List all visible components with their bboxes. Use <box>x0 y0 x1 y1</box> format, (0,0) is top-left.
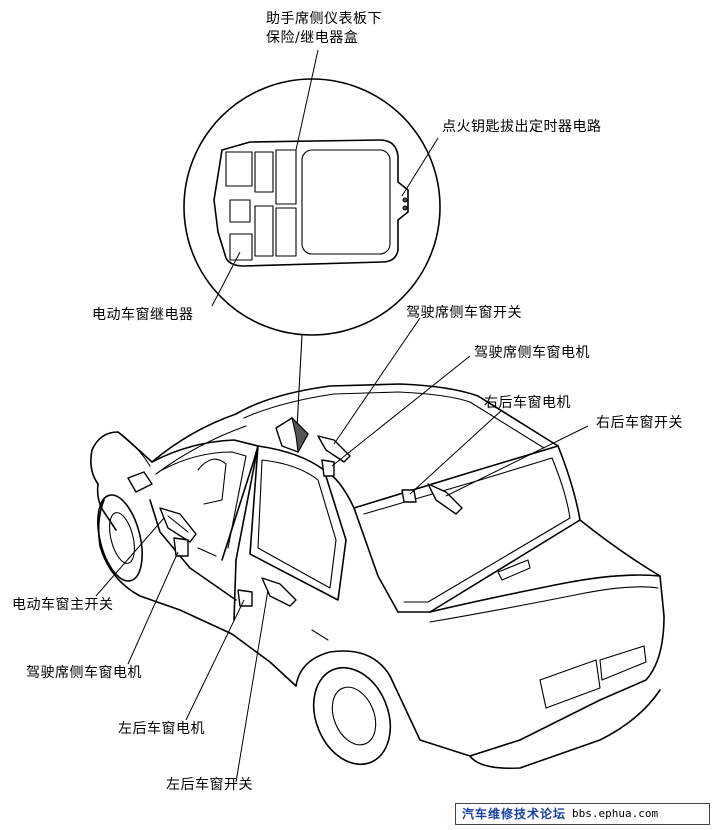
rear-door-handle <box>311 629 329 641</box>
front-door-window-frame <box>151 439 259 561</box>
rear-wheel-hub <box>331 686 377 746</box>
label-key-timer: 点火钥匙拔出定时器电路 <box>442 119 602 135</box>
label-master-switch: 电动车窗主开关 <box>12 597 114 613</box>
magnifier-circle <box>183 78 441 336</box>
fuse-box-outline <box>213 139 409 267</box>
watermark-url: bbs.ephua.com <box>572 807 659 820</box>
window-switch-icon <box>427 483 463 515</box>
rear-door-window <box>249 445 347 601</box>
watermark-site-name: 汽车维修技术论坛 <box>462 807 567 821</box>
car-front <box>96 483 117 531</box>
callout-driver-motor-bottom <box>127 551 179 665</box>
trunk-lid <box>429 574 661 613</box>
front-door-rear-edge <box>233 559 237 621</box>
label-rr-window-motor: 右后车窗电机 <box>484 395 571 411</box>
label-power-window-relay: 电动车窗继电器 <box>92 307 194 323</box>
front-wheel-arch <box>97 499 141 597</box>
seat-outline <box>197 458 227 505</box>
license-plate <box>539 659 601 709</box>
callout-rl-switch <box>235 589 269 783</box>
c-pillar <box>323 469 399 613</box>
magnifier-stem <box>296 334 303 429</box>
window-motor-icon <box>173 537 189 557</box>
label-fuse-box-line1: 助手席侧仪表板下 <box>266 11 382 27</box>
windshield-inner <box>155 425 247 475</box>
fuse-module <box>254 205 274 257</box>
side-mirror <box>127 471 153 493</box>
label-driver-window-motor-bottom: 驾驶席侧车窗电机 <box>26 665 142 681</box>
rear-quarter-panel <box>295 650 471 757</box>
callout-master-switch <box>95 517 165 597</box>
trunk-top <box>579 519 665 617</box>
callout-relay <box>211 251 241 307</box>
window-components <box>159 416 463 607</box>
window-motor-icon <box>237 589 253 607</box>
watermark-banner: 汽车维修技术论坛 bbs.ephua.com <box>455 803 710 825</box>
hood-line <box>117 431 151 467</box>
rear-windshield-inner <box>363 457 571 603</box>
callout-key-timer <box>401 137 439 197</box>
trunk-edge <box>429 586 659 623</box>
label-driver-window-motor-top: 驾驶席侧车窗电机 <box>474 345 590 361</box>
car-roof <box>235 383 559 447</box>
callout-driver-switch <box>333 317 421 445</box>
front-wheel-hub <box>109 512 135 564</box>
power-window-relay-module <box>229 233 253 261</box>
windshield <box>151 413 237 463</box>
front-window-inner <box>161 451 247 549</box>
rear-bumper <box>469 689 661 770</box>
callout-lines <box>95 49 589 783</box>
fuse-module <box>275 207 297 257</box>
label-fuse-box-line2: 保险/继电器盒 <box>266 30 359 46</box>
window-switch-icon <box>261 577 297 607</box>
fuse-module <box>225 151 253 187</box>
tail-light <box>599 645 647 681</box>
label-rl-window-switch: 左后车窗开关 <box>166 777 253 793</box>
connector-dot <box>402 205 408 211</box>
window-motor-icon <box>401 489 417 503</box>
label-driver-window-switch: 驾驶席侧车窗开关 <box>406 305 522 321</box>
label-rl-window-motor: 左后车窗电机 <box>118 721 205 737</box>
relay-icon-side <box>291 416 309 454</box>
rear-body <box>469 615 665 757</box>
callout-driver-motor-top <box>331 355 471 467</box>
window-switch-icon-detail <box>167 515 189 533</box>
callout-rr-motor <box>409 409 503 495</box>
fuse-module-large <box>301 149 391 255</box>
roof-inner-line <box>243 391 545 449</box>
relay-module-top <box>275 149 297 205</box>
window-switch-icon <box>317 435 351 463</box>
rear-window-inner <box>257 459 337 589</box>
door-sill <box>139 595 297 687</box>
rear-wheel <box>312 666 392 766</box>
window-motor-icon <box>321 459 335 477</box>
label-rr-window-switch: 右后车窗开关 <box>596 415 683 431</box>
callout-rr-switch <box>445 425 589 497</box>
connector-dot <box>402 197 408 203</box>
callout-rl-motor <box>185 599 245 721</box>
fuse-box-magnifier <box>183 78 441 429</box>
front-wheel <box>97 494 143 582</box>
callout-fuse-box <box>295 49 319 151</box>
fuse-module <box>254 151 274 193</box>
high-mount-stop-light <box>497 559 531 581</box>
front-door-handle <box>197 547 217 557</box>
window-switch-icon <box>159 507 197 543</box>
fuse-module <box>229 199 251 223</box>
b-pillar <box>221 445 259 561</box>
car-outline <box>90 383 665 770</box>
